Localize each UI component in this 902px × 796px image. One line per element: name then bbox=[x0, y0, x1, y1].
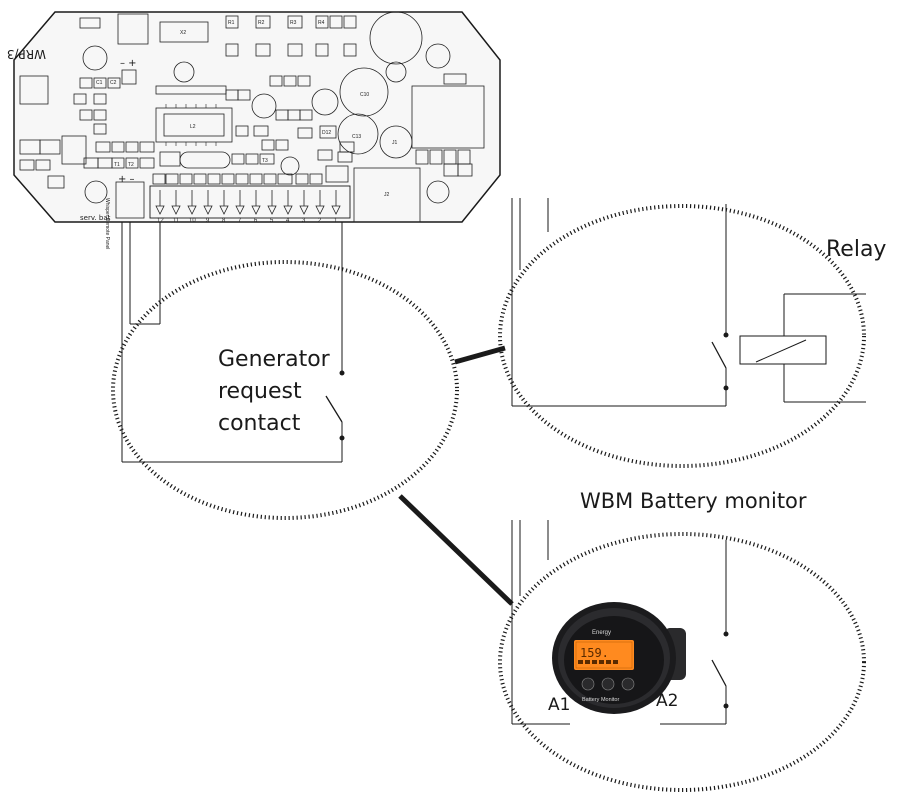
battery-monitor-section: WBM Battery monitor Energy 159. bbox=[498, 489, 866, 792]
board-outline bbox=[13, 11, 501, 223]
terminal-number: 10 bbox=[189, 218, 196, 224]
board-component-label: C13 bbox=[352, 134, 361, 140]
terminal-number: 1 bbox=[334, 218, 338, 224]
connector-to-relay bbox=[454, 345, 506, 365]
terminal-a2-label: A2 bbox=[656, 691, 678, 711]
terminal-number: 4 bbox=[286, 218, 290, 224]
terminal-number: 6 bbox=[254, 218, 258, 224]
battery-monitor-label: WBM Battery monitor bbox=[580, 489, 807, 513]
board-labels: WRP/3 Whisper Remote Panel – + + – serv.… bbox=[7, 20, 398, 249]
board-components bbox=[19, 11, 485, 223]
terminal-number: 9 bbox=[206, 218, 210, 224]
generator-bubble bbox=[111, 260, 459, 520]
board-plus-minus: + – bbox=[118, 174, 135, 185]
generator-request-contact bbox=[325, 370, 345, 441]
device-brand: Energy bbox=[592, 630, 611, 636]
board-model-label: WRP/3 bbox=[7, 47, 46, 61]
contact-blade bbox=[325, 395, 343, 423]
terminal-number: 7 bbox=[238, 218, 242, 224]
contact-terminal-top bbox=[339, 370, 345, 376]
board-component-label: R3 bbox=[290, 20, 297, 26]
wires bbox=[121, 222, 343, 463]
relay-contact-top bbox=[723, 332, 729, 338]
device-button-1[interactable] bbox=[581, 677, 595, 691]
monitor-contact-top bbox=[723, 631, 729, 637]
terminal-screws bbox=[155, 190, 341, 215]
board-component-label: X2 bbox=[180, 30, 186, 36]
board-component-label: D12 bbox=[322, 130, 331, 136]
connector-to-monitor bbox=[398, 494, 514, 606]
relay-section: Relay bbox=[498, 198, 886, 468]
terminal-numbers: 12 11 10 9 8 7 6 5 4 3 2 1 bbox=[157, 218, 338, 224]
battery-monitor-bubble bbox=[498, 532, 866, 792]
board-component-label: T3 bbox=[262, 158, 268, 164]
generator-label-line1: Generator bbox=[218, 347, 331, 372]
board-plus-minus-top: – + bbox=[120, 58, 137, 69]
terminal-number: 8 bbox=[222, 218, 226, 224]
relay-contact-bottom bbox=[723, 385, 729, 391]
monitor-contact-blade bbox=[711, 659, 727, 687]
board-component-label: C2 bbox=[110, 80, 117, 86]
terminal-number: 11 bbox=[173, 218, 180, 224]
board-component-label: C10 bbox=[360, 92, 369, 98]
circuit-board: WRP/3 Whisper Remote Panel – + + – serv.… bbox=[7, 11, 501, 249]
board-component-label: R2 bbox=[258, 20, 265, 26]
board-component-label: R1 bbox=[228, 20, 235, 26]
relay-contact-blade bbox=[711, 341, 727, 369]
device-button-3[interactable] bbox=[621, 677, 635, 691]
terminal-number: 2 bbox=[318, 218, 322, 224]
board-component-label: C1 bbox=[96, 80, 103, 86]
board-component-label: J2 bbox=[384, 192, 390, 198]
device-button-2[interactable] bbox=[601, 677, 615, 691]
relay-label: Relay bbox=[826, 237, 886, 262]
terminal-number: 3 bbox=[302, 218, 306, 224]
relay-bubble bbox=[498, 204, 866, 468]
terminal-number: 5 bbox=[270, 218, 274, 224]
battery-monitor-device: Energy 159. Battery Monitor bbox=[552, 602, 686, 714]
board-component-label: R4 bbox=[318, 20, 325, 26]
terminal-a1-label: A1 bbox=[548, 695, 570, 715]
device-display-reading: 159. bbox=[580, 646, 609, 660]
monitor-contact-bottom bbox=[723, 703, 729, 709]
ic-pins bbox=[165, 104, 217, 146]
board-service-label: serv. bat bbox=[80, 214, 111, 222]
board-component-label: T2 bbox=[128, 162, 134, 168]
device-face-text: Battery Monitor bbox=[582, 697, 619, 703]
terminal-block: 12 11 10 9 8 7 6 5 4 3 2 1 bbox=[149, 173, 351, 224]
generator-label-line2: request bbox=[218, 379, 302, 404]
board-side-text: Whisper Remote Panel bbox=[104, 198, 110, 249]
terminal-number: 12 bbox=[157, 218, 164, 224]
relay-coil bbox=[739, 335, 827, 365]
board-component-label: L2 bbox=[190, 124, 196, 130]
generator-label-line3: contact bbox=[218, 411, 301, 436]
board-component-label: T1 bbox=[114, 162, 120, 168]
board-component-label: J1 bbox=[392, 140, 398, 146]
